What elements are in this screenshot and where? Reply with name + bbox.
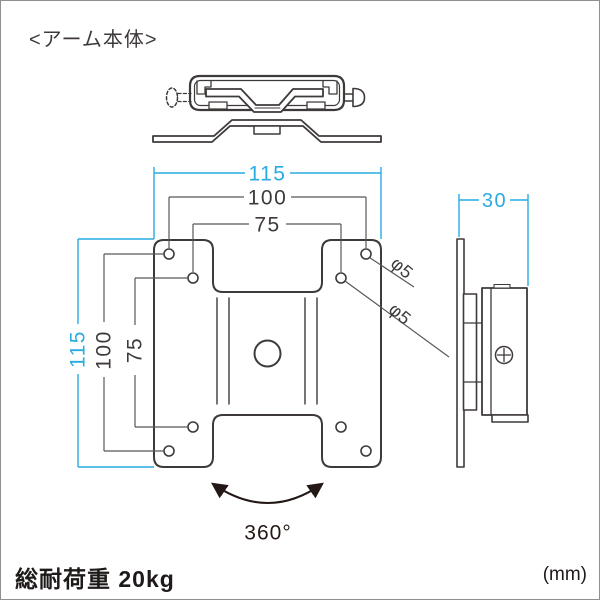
vesa-plate-side-view [456, 238, 529, 468]
mounting-hole-outer-tl [163, 248, 175, 260]
mounting-hole-inner-tl [187, 272, 199, 284]
dim-label-height-75: 75 [124, 337, 147, 363]
hole-callout-inner-leader [344, 280, 450, 358]
dim-width-75-lines [192, 223, 342, 272]
dim-label-width-115: 115 [249, 163, 287, 186]
unit-label: (mm) [542, 564, 587, 585]
load-capacity-label: 総耐荷重 20kg [15, 566, 175, 592]
clamp-detail-left [196, 80, 212, 95]
adjustment-knob-right [343, 87, 366, 108]
adjustment-knob-left [165, 87, 192, 108]
dim-width-75: 75 [192, 214, 342, 272]
arm-assembly-view [152, 74, 382, 143]
dim-height-115-lines [77, 238, 154, 468]
hole-callout-outer-label: φ5 [387, 253, 417, 283]
knob-right-head [352, 87, 366, 108]
clamp-tab-right [306, 101, 326, 110]
mounting-hole-outer-tr [360, 248, 372, 260]
mounting-hole-inner-tr [335, 272, 347, 284]
dim-label-height-115: 115 [67, 330, 90, 368]
side-block-bottom-lip [491, 414, 529, 423]
side-screw [494, 345, 514, 365]
center-hole [253, 339, 282, 368]
vesa-plate-front-view [153, 239, 382, 468]
dim-depth-30: 30 [458, 190, 529, 286]
dim-height-100: 100 [93, 253, 164, 452]
rotation-arrow [211, 482, 324, 504]
dim-height-115: 115 [67, 238, 154, 468]
dim-label-width-75: 75 [254, 214, 280, 237]
dim-height-75-lines [134, 277, 188, 428]
mounting-hole-outer-bl [163, 445, 175, 457]
dim-depth-30-lines [458, 194, 529, 286]
side-screw-cross [496, 347, 512, 363]
side-block-top-tab [493, 283, 511, 289]
dim-width-115-lines [153, 167, 382, 239]
hole-callout-inner-label: φ5 [385, 299, 415, 329]
hole-callout-outer-leader [369, 256, 415, 288]
knob-left-head [165, 87, 179, 108]
dim-height-75: 75 [124, 277, 188, 428]
dim-label-width-100: 100 [248, 187, 288, 210]
dim-width-115: 115 [153, 163, 382, 239]
side-bracket-joints [463, 322, 483, 383]
mounting-hole-outer-br [360, 445, 372, 457]
mounting-hole-inner-bl [187, 421, 199, 433]
mount-plate-profile [152, 119, 382, 143]
dim-width-100: 100 [168, 187, 367, 248]
side-bracket [462, 293, 478, 411]
clamp-tab-left [208, 101, 228, 110]
dim-label-height-100: 100 [93, 330, 116, 370]
dim-label-depth-30: 30 [482, 190, 507, 212]
rotation-indicator: 360° [211, 482, 324, 545]
rotation-label: 360° [244, 522, 291, 545]
plate-hub [253, 125, 281, 135]
dim-height-100-lines [103, 253, 164, 452]
arm-strap [205, 88, 324, 113]
dim-width-100-lines [168, 196, 367, 248]
page-title: <アーム本体> [29, 29, 158, 51]
arm-bar-outline [188, 74, 346, 112]
clamp-detail-right [322, 80, 338, 95]
mounting-hole-inner-br [335, 421, 347, 433]
